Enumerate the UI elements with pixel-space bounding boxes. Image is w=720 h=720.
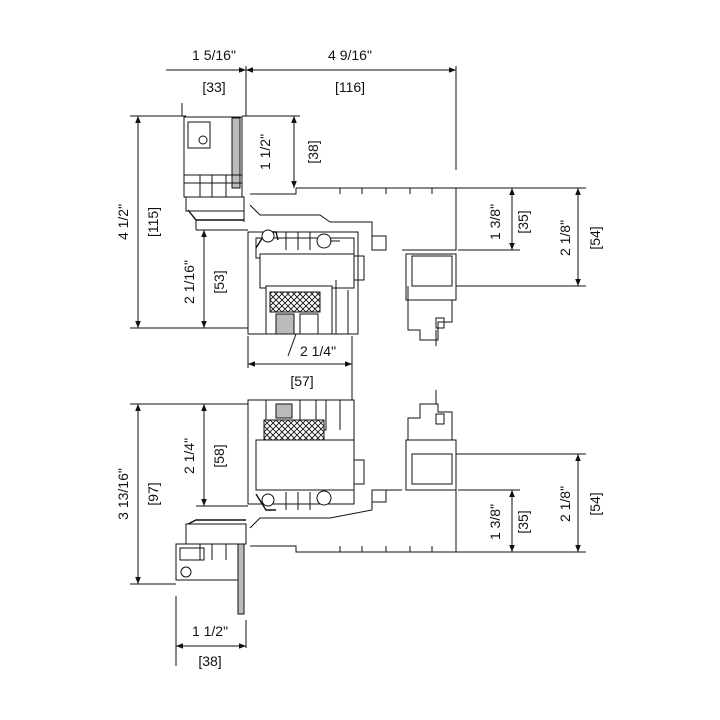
dim-head-rail-a-mm: [35] xyxy=(515,210,531,233)
sill-sash xyxy=(247,399,365,511)
dim-head-sash-height: 2 1/16" xyxy=(181,260,197,304)
dim-head-top-depth: 1 1/2" xyxy=(257,134,273,170)
dim-top-width-left: 1 5/16" xyxy=(192,47,236,63)
dim-head-top-depth-mm: [38] xyxy=(305,140,321,163)
dim-head-height-mm: [115] xyxy=(145,207,161,237)
dim-head-rail-b: 2 1/8" xyxy=(557,220,573,256)
dim-sill-sash-height: 2 1/4" xyxy=(181,438,197,474)
dim-top-width-right: 4 9/16" xyxy=(328,47,372,63)
dim-sill-rail-a: 1 3/8" xyxy=(487,504,503,540)
sash-width-dimension: 2 1/4" [57] xyxy=(247,333,353,416)
dim-sill-height-mm: [97] xyxy=(145,482,161,505)
dim-sill-bottom-width: 1 1/2" xyxy=(192,623,228,639)
dim-sill-rail-a-mm: [35] xyxy=(515,510,531,533)
dim-top-width-right-mm: [116] xyxy=(335,79,365,95)
sill-frame-main xyxy=(249,489,457,553)
dim-sill-sash-height-mm: [58] xyxy=(211,444,227,467)
dim-sill-rail-b-mm: [54] xyxy=(587,492,603,515)
dim-head-sash-height-mm: [53] xyxy=(211,270,227,293)
head-section: 1 5/16" 4 9/16" [33] [116] 4 1/2" [115] … xyxy=(115,47,603,346)
dim-sill-bottom-width-mm: [38] xyxy=(198,653,221,669)
head-frame-main xyxy=(249,187,457,251)
dim-sash-width-mm: [57] xyxy=(290,373,313,389)
head-dimensions: 1 5/16" 4 9/16" [33] [116] 4 1/2" [115] … xyxy=(115,47,603,329)
sill-dimensions: 3 13/16" [97] 2 1/4" [58] 1 3/8" [35] 2 … xyxy=(115,403,603,669)
dim-top-width-left-mm: [33] xyxy=(202,79,225,95)
dim-head-rail-b-mm: [54] xyxy=(587,226,603,249)
sill-section: 3 13/16" [97] 2 1/4" [58] 1 3/8" [35] 2 … xyxy=(115,390,603,669)
dim-sill-height: 3 13/16" xyxy=(115,468,131,520)
dim-head-rail-a: 1 3/8" xyxy=(487,204,503,240)
head-frame-clip xyxy=(183,116,245,230)
sill-right-rail xyxy=(405,390,457,491)
sill-frame-clip xyxy=(175,519,247,615)
dim-head-height: 4 1/2" xyxy=(115,204,131,240)
head-right-rail xyxy=(405,253,457,346)
head-sash xyxy=(247,229,365,335)
dim-sash-width: 2 1/4" xyxy=(300,343,336,359)
dim-sill-rail-b: 2 1/8" xyxy=(557,486,573,522)
